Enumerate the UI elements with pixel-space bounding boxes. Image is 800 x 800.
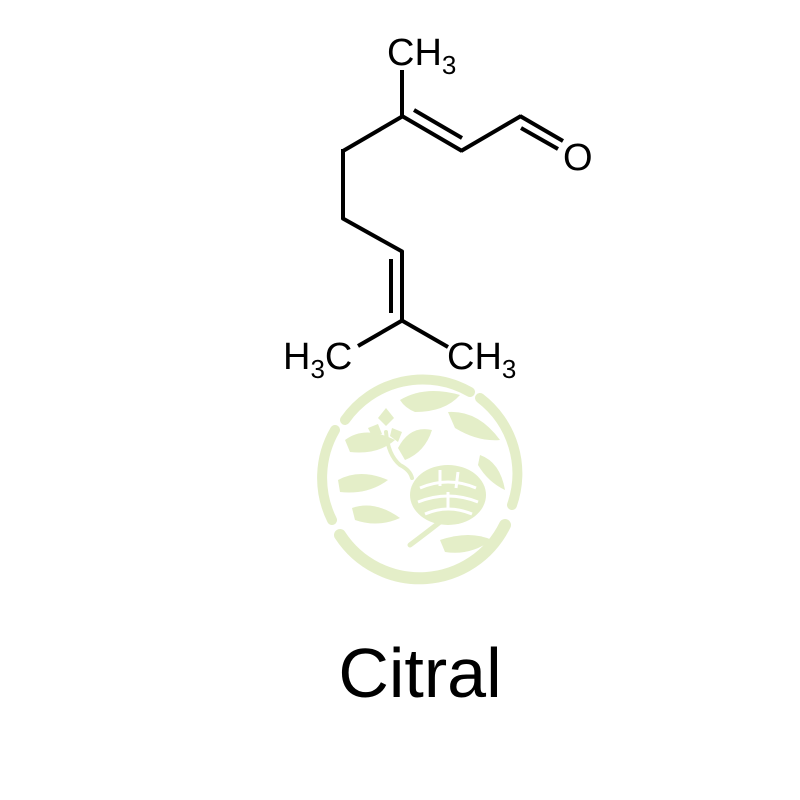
bond-c7-right-methyl [400, 318, 449, 349]
compound-name-title: Citral [338, 634, 502, 712]
right-methyl-label: CH3 [447, 336, 516, 384]
bond-c1-o [518, 114, 565, 143]
bond-c7-left-methyl [356, 318, 405, 348]
bond-skeleton [341, 70, 565, 349]
bond-c1-o-inner [520, 126, 559, 151]
bond-c3-c2-inner [412, 108, 464, 140]
oxygen-label: O [563, 137, 593, 179]
bond-c3-c4 [341, 114, 405, 153]
bond-c5-c6 [341, 216, 404, 254]
bond-c2-c1 [459, 114, 523, 153]
top-methyl-label: CH3 [387, 32, 456, 80]
floral-watermark-icon [317, 374, 523, 585]
bond-c3-c2 [400, 114, 464, 153]
left-methyl-label: H3C [283, 336, 352, 384]
